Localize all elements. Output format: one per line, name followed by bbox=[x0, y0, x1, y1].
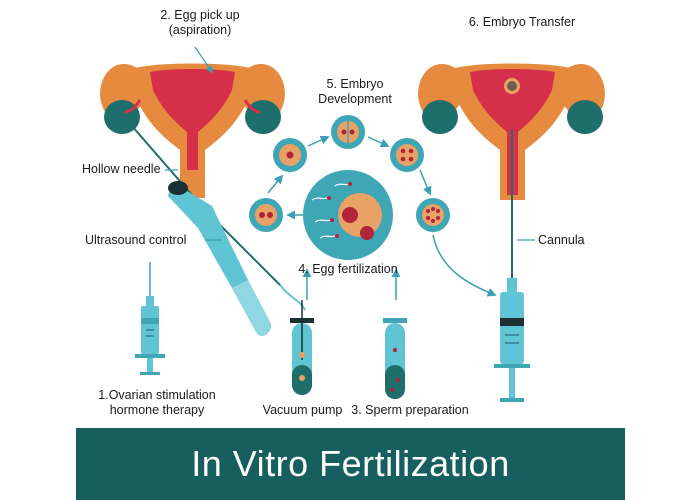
fertilization-cell bbox=[303, 170, 393, 260]
label-egg-pickup-line2: (aspiration) bbox=[168, 23, 232, 37]
label-cannula: Cannula bbox=[538, 233, 585, 247]
label-embryo-dev-line2: Development bbox=[318, 92, 392, 106]
label-leaders bbox=[165, 46, 535, 241]
label-embryo-development: 5. Embryo Development bbox=[300, 77, 410, 107]
label-sperm-preparation: 3. Sperm preparation bbox=[351, 403, 469, 417]
ultrasound-probe bbox=[124, 117, 306, 337]
label-egg-fertilization: 4. Egg fertilization bbox=[298, 262, 398, 276]
label-ovarian-line2: hormone therapy bbox=[109, 403, 205, 417]
hormone-syringe bbox=[135, 262, 165, 375]
right-uterus-diagram bbox=[418, 63, 605, 280]
label-ultrasound-control: Ultrasound control bbox=[85, 233, 187, 247]
label-ovarian-line1: 1.Ovarian stimulation bbox=[98, 388, 216, 402]
label-embryo-dev-line1: 5. Embryo bbox=[326, 77, 384, 91]
banner-title: In Vitro Fertilization bbox=[191, 443, 510, 484]
title-banner: In Vitro Fertilization bbox=[76, 428, 625, 500]
label-ovarian-stimulation: 1.Ovarian stimulation hormone therapy bbox=[92, 388, 222, 418]
sperm-tube bbox=[383, 268, 407, 399]
label-hollow-needle: Hollow needle bbox=[82, 162, 161, 176]
vacuum-pump-tube bbox=[290, 268, 314, 395]
label-egg-pickup: 2. Egg pick up (aspiration) bbox=[140, 8, 260, 38]
left-uterus-diagram bbox=[100, 63, 285, 198]
cannula-syringe bbox=[432, 234, 530, 402]
label-egg-pickup-line1: 2. Egg pick up bbox=[160, 8, 240, 22]
label-embryo-transfer: 6. Embryo Transfer bbox=[468, 15, 576, 29]
embryo-development-cycle bbox=[249, 115, 450, 232]
label-vacuum-pump: Vacuum pump bbox=[262, 403, 343, 417]
